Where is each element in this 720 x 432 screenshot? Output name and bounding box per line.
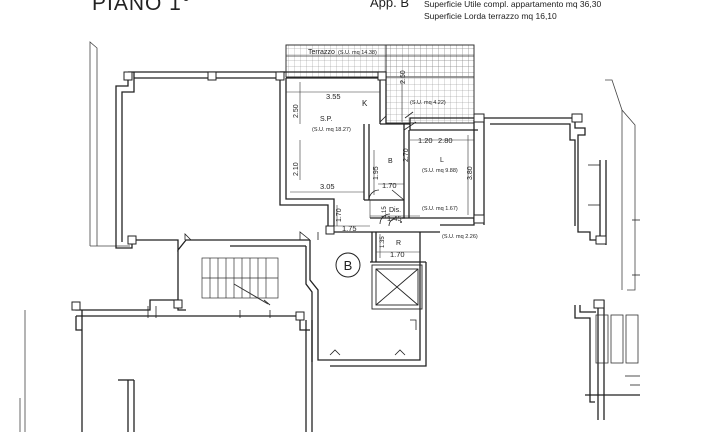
- unit-b-letter: B: [344, 258, 353, 273]
- dim-380: 3.80: [467, 166, 474, 180]
- bath-name: B: [388, 158, 393, 165]
- dim-250b: 2.50: [400, 70, 407, 84]
- door-window-marks: [147, 111, 640, 386]
- dim-170a: 1.70: [382, 181, 397, 190]
- dim-305: 3.05: [320, 182, 335, 191]
- terrace-name: Terrazzo: [308, 49, 335, 56]
- dim-135: 1.35: [380, 236, 386, 248]
- dim-120: 1.20: [418, 136, 433, 145]
- outer-terrace-outline: [19, 41, 636, 432]
- living-name: L: [440, 157, 444, 164]
- parking-fixtures: [595, 314, 639, 364]
- dis-name: Dis.: [389, 207, 401, 214]
- terrace-grid: [285, 44, 475, 124]
- dim-145: 1.45: [387, 214, 402, 223]
- dimension-lines: [286, 80, 474, 258]
- elevator: [371, 264, 423, 310]
- sp-area: (S.U. mq 18.27): [312, 127, 351, 133]
- useful-surface-note: Superficie Utile compl. appartamento mq …: [424, 0, 602, 9]
- r-area: (S.U. mq 2.26): [442, 234, 478, 240]
- floor-title: PIANO 1°: [92, 0, 192, 15]
- staircase: [201, 257, 279, 306]
- terrace-surface-note: Superficie Lorda terrazzo mq 16,10: [424, 11, 557, 21]
- dim-270: 2.70: [403, 148, 410, 162]
- r-name: R: [396, 240, 401, 247]
- dim-355: 3.55: [326, 92, 341, 101]
- apartment-walls: [75, 71, 640, 432]
- terrace-area: (S.U. mq 14.38): [338, 50, 377, 56]
- dim-195: 1.95: [373, 166, 380, 180]
- unit-b-marker: B: [335, 252, 361, 278]
- dim-175: 1.75: [342, 224, 357, 233]
- living-area: (S.U. mq 9.88): [422, 168, 458, 174]
- structural-columns: [71, 71, 607, 321]
- kitchen-name: K: [362, 99, 368, 108]
- dim-170c: 1.70: [390, 250, 405, 259]
- bath-area: (S.U. mq 4.22): [410, 100, 446, 106]
- dis-area: (S.U. mq 1.67): [422, 206, 458, 212]
- apartment-label: App. B: [370, 0, 410, 10]
- sp-name: S.P.: [320, 116, 332, 123]
- dim-280: 2.80: [438, 136, 453, 145]
- dim-210: 2.10: [293, 162, 300, 176]
- dim-250: 2.50: [293, 104, 300, 118]
- dim-115: 1.15: [382, 206, 388, 218]
- dim-170b: 1.70: [336, 208, 343, 222]
